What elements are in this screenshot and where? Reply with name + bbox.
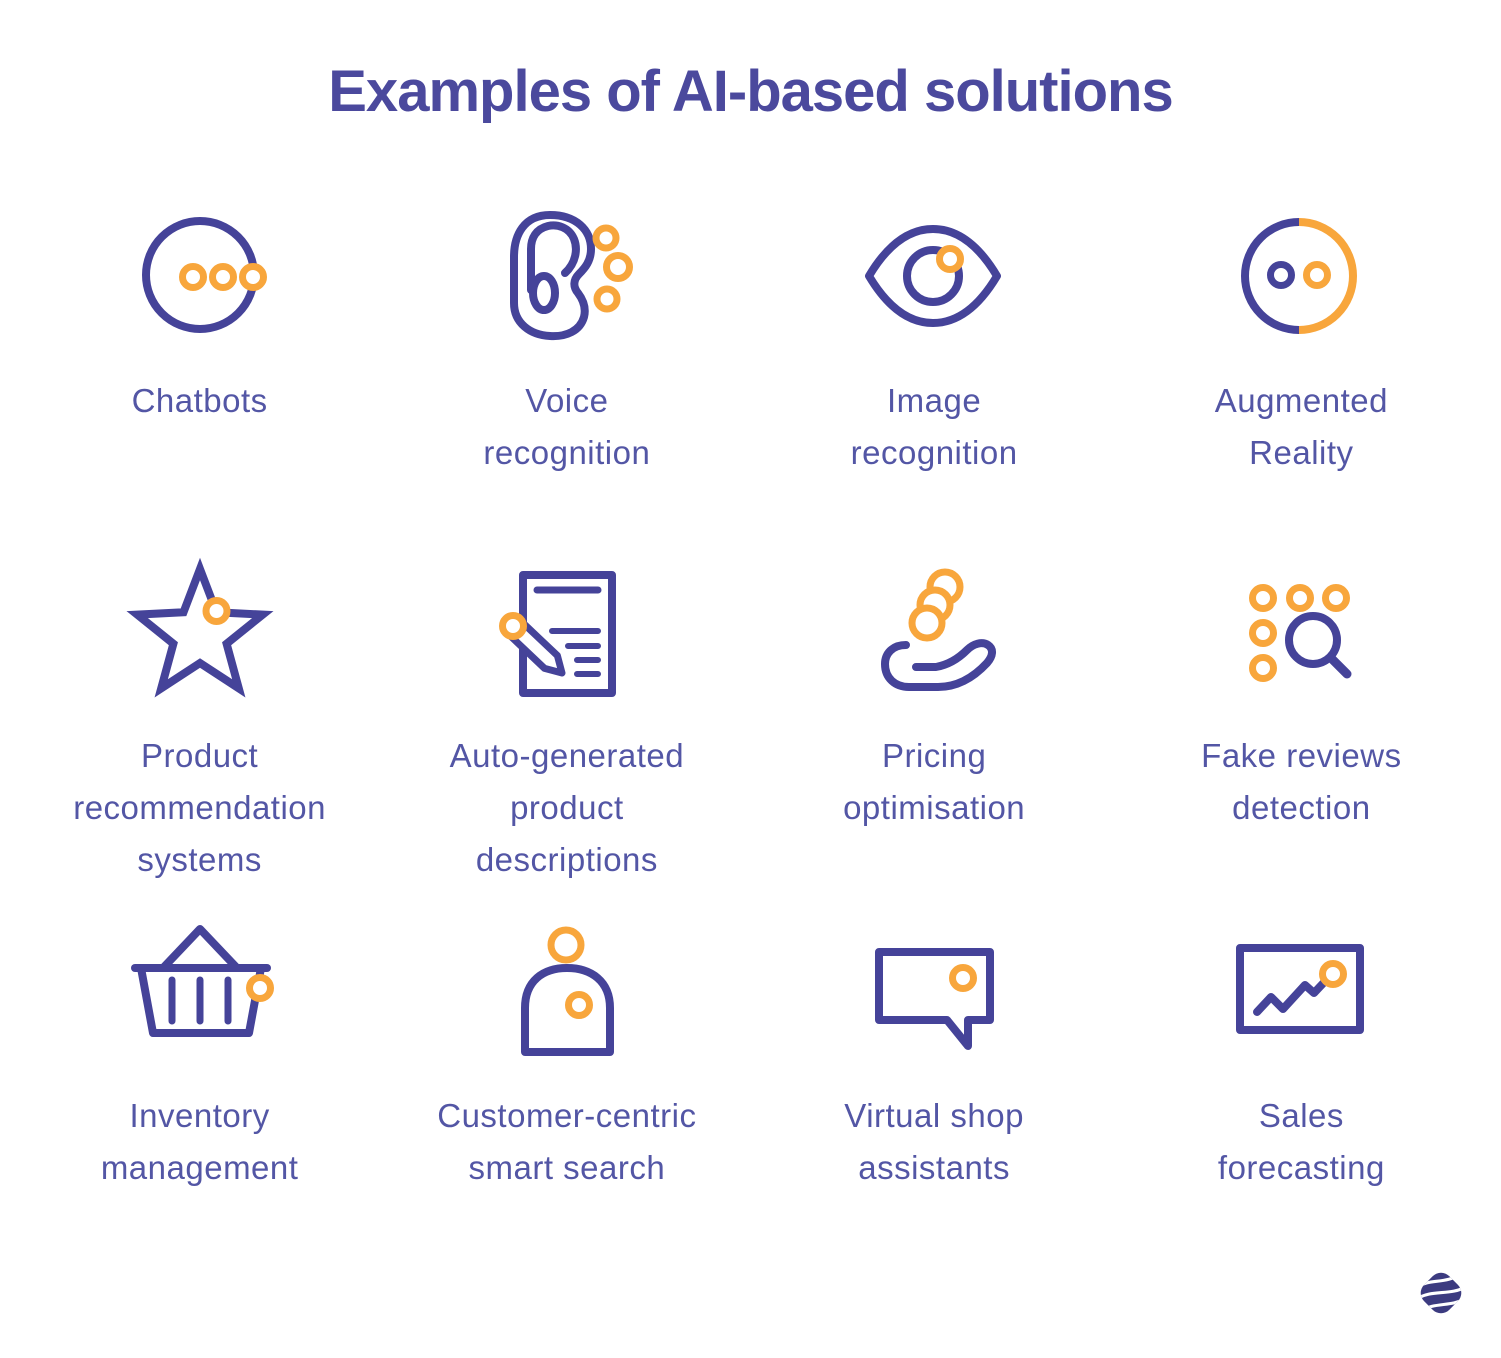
item-label: Image recognition [850, 382, 1018, 471]
line-chart-icon [1231, 920, 1371, 1060]
ar-circle-icon [1231, 205, 1371, 345]
brand-logo [1415, 1268, 1467, 1318]
chatbots-icon [130, 205, 270, 345]
row-1: Chatbots Voice recognition [16, 205, 1485, 479]
item-product-recommendation: Product recommendation systems [16, 557, 383, 886]
item-label: Chatbots [131, 382, 268, 419]
basket-icon [130, 920, 274, 1060]
item-pricing-optimisation: Pricing optimisation [751, 560, 1118, 886]
item-voice-recognition: Voice recognition [383, 205, 750, 479]
eye-icon [864, 205, 1004, 345]
item-label: Augmented Reality [1214, 382, 1389, 471]
search-dots-icon [1231, 560, 1371, 700]
item-label: Customer-centric smart search [437, 1097, 697, 1186]
hand-coins-icon [864, 560, 1004, 700]
item-label: Pricing optimisation [843, 737, 1026, 826]
row-2: Product recommendation systems Auto-gene… [16, 557, 1485, 886]
item-label: Auto-generated product descriptions [449, 737, 685, 878]
item-image-recognition: Image recognition [751, 205, 1118, 479]
row-3: Inventory management Customer-centric sm… [16, 920, 1485, 1194]
item-label: Sales forecasting [1217, 1097, 1385, 1186]
item-fake-reviews: Fake reviews detection [1118, 560, 1485, 886]
item-inventory-management: Inventory management [16, 920, 383, 1194]
item-sales-forecasting: Sales forecasting [1118, 920, 1485, 1194]
item-chatbots: Chatbots [16, 205, 383, 479]
star-icon [126, 557, 274, 700]
item-smart-search: Customer-centric smart search [383, 920, 750, 1194]
ear-icon [497, 205, 637, 345]
item-auto-generated-descriptions: Auto-generated product descriptions [383, 560, 750, 886]
item-augmented-reality: Augmented Reality [1118, 205, 1485, 479]
customer-icon [497, 920, 637, 1060]
item-label: Fake reviews detection [1201, 737, 1402, 826]
item-label: Virtual shop assistants [844, 1097, 1024, 1186]
item-label: Inventory management [100, 1097, 299, 1186]
document-pencil-icon [497, 560, 637, 700]
page-title: Examples of AI-based solutions [328, 59, 1173, 124]
speech-bubble-icon [864, 920, 1004, 1060]
item-label: Product recommendation systems [73, 737, 327, 878]
item-virtual-assistants: Virtual shop assistants [751, 920, 1118, 1194]
item-label: Voice recognition [483, 382, 651, 471]
